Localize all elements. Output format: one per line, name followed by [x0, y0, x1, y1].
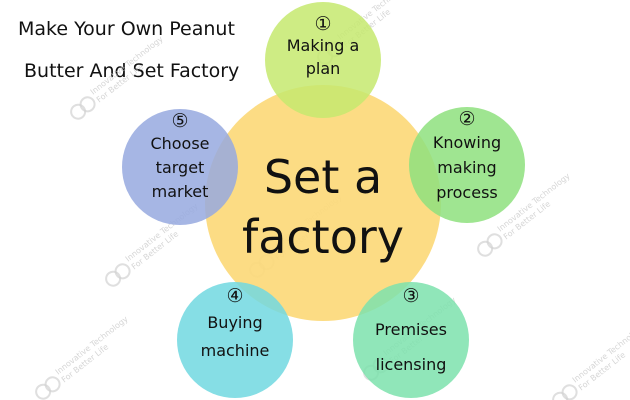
step-text-line: process	[436, 183, 497, 202]
step-circle-3	[353, 282, 469, 398]
watermark-text: Innovative Technology	[54, 314, 130, 376]
step-text-line: Choose	[150, 134, 209, 153]
gg-logo-icon	[35, 376, 61, 400]
step-circle-5	[122, 109, 238, 225]
step-number: ⑤	[171, 110, 188, 132]
step-label-2: ② Knowing making process	[433, 108, 501, 202]
diagram-title-line-2: Butter And Set Factory	[24, 60, 240, 82]
outer-circles-front	[122, 2, 525, 398]
gg-logo-icon	[70, 96, 96, 120]
gg-logo-icon	[105, 263, 131, 287]
step-text-line: Premises	[375, 320, 447, 339]
step-text-line: Buying	[207, 313, 262, 332]
center-label-line: Set a	[264, 150, 382, 204]
step-text-line: target	[156, 158, 205, 177]
step-text-line: plan	[306, 59, 341, 78]
step-circle-2	[409, 107, 525, 223]
gg-logo-icon	[552, 384, 578, 400]
step-number: ②	[458, 108, 475, 130]
step-number: ③	[402, 285, 419, 307]
step-text-line: market	[152, 182, 209, 201]
gg-logo-icon	[477, 233, 503, 257]
step-circle-1	[265, 2, 381, 118]
center-label: Set a factory	[242, 150, 404, 264]
step-text-line: making	[437, 158, 496, 177]
step-label-5: ⑤ Choose target market	[150, 110, 209, 201]
step-label-4: ④ Buying machine	[201, 285, 270, 360]
center-circle	[205, 85, 441, 321]
step-text-line: licensing	[376, 355, 447, 374]
step-number: ④	[226, 285, 243, 307]
step-label-3: ③ Premises licensing	[375, 285, 447, 374]
step-circle-4	[177, 282, 293, 398]
center-label-line: factory	[242, 210, 404, 264]
step-text-line: Making a	[287, 36, 360, 55]
watermark-text: Innovative Technology	[89, 34, 165, 96]
step-number: ①	[314, 13, 331, 35]
diagram-title-line-1: Make Your Own Peanut	[18, 18, 235, 40]
step-text-line: Knowing	[433, 133, 501, 152]
step-text-line: machine	[201, 341, 270, 360]
